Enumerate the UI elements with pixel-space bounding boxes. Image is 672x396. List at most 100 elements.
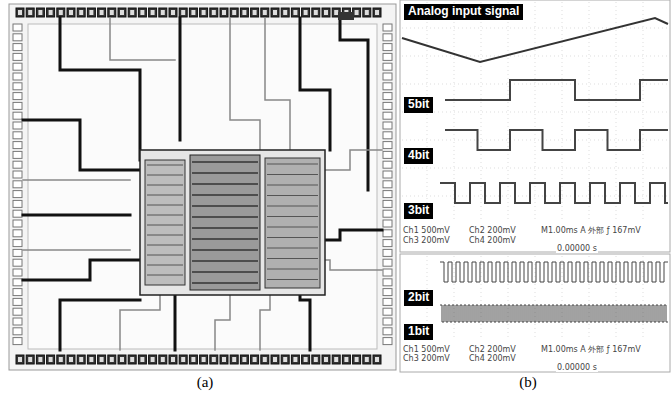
pad-opening — [365, 357, 369, 362]
bond-pad — [169, 8, 177, 17]
grid-line — [535, 256, 536, 340]
bond-pad — [200, 8, 208, 17]
cell-line — [267, 206, 318, 207]
bond-pad — [322, 8, 330, 17]
pad-opening — [181, 10, 185, 15]
pad-opening — [100, 357, 104, 362]
pad-opening — [263, 357, 267, 362]
side-pad — [383, 269, 392, 276]
cell-line — [267, 227, 318, 228]
cell-line — [267, 269, 318, 270]
side-pad — [383, 102, 392, 109]
bond-pad — [271, 355, 279, 364]
cell-line — [147, 225, 183, 226]
pad-opening — [304, 357, 308, 362]
pad-opening — [202, 357, 206, 362]
bond-pad — [271, 8, 279, 17]
scope-readout: 0.00000 s — [556, 244, 598, 253]
bond-pad — [189, 8, 197, 17]
grid-line — [481, 2, 482, 222]
side-pad — [13, 122, 22, 129]
bond-pad — [128, 355, 136, 364]
pad-opening — [38, 357, 42, 362]
scope-readout: Ch3 200mV — [402, 354, 451, 363]
side-pad — [13, 161, 22, 168]
bond-pad — [291, 8, 299, 17]
grid-line — [402, 84, 668, 85]
pad-opening — [100, 10, 104, 15]
scope-readout: M1.00ms A 外部 ƒ 167mV — [540, 226, 642, 235]
bond-pad — [16, 8, 24, 17]
side-pad — [383, 34, 392, 41]
side-pad — [13, 24, 22, 31]
cell-line — [267, 248, 318, 249]
pad-opening — [49, 10, 53, 15]
bond-pad — [108, 8, 116, 17]
square-wave — [440, 305, 668, 322]
side-pad — [383, 328, 392, 335]
bond-pad — [281, 355, 289, 364]
pad-opening — [181, 357, 185, 362]
pad-opening — [151, 357, 155, 362]
side-pad — [383, 318, 392, 325]
bond-pad — [230, 8, 238, 17]
pad-opening — [253, 357, 257, 362]
scope-readout: Ch1 500mV — [402, 345, 451, 354]
pad-opening — [212, 357, 216, 362]
pad-opening — [140, 357, 144, 362]
grid-line — [402, 56, 668, 57]
side-pad — [13, 249, 22, 256]
bond-pad — [373, 355, 381, 364]
side-pad — [13, 279, 22, 286]
triangle-wave — [402, 18, 668, 62]
pad-opening — [89, 357, 93, 362]
side-pad — [13, 200, 22, 207]
bond-pad — [98, 355, 106, 364]
side-pad — [383, 93, 392, 100]
side-pad — [13, 338, 22, 345]
pad-opening — [28, 357, 32, 362]
scope-readout: Ch3 200mV — [402, 236, 451, 245]
cell-line — [192, 260, 258, 262]
side-pad — [13, 240, 22, 247]
pad-opening — [89, 10, 93, 15]
cell-line — [192, 249, 258, 251]
grid-line — [589, 256, 590, 340]
side-pad — [13, 220, 22, 227]
side-pad — [13, 112, 22, 119]
side-pad — [383, 171, 392, 178]
bond-pad — [47, 8, 55, 17]
pad-opening — [212, 10, 216, 15]
pad-opening — [120, 357, 124, 362]
bond-pad — [332, 355, 340, 364]
side-pad — [383, 249, 392, 256]
pad-opening — [171, 357, 175, 362]
chip-core — [140, 12, 354, 295]
bond-pad — [159, 8, 167, 17]
square-wave — [440, 262, 668, 282]
cell-line — [192, 172, 258, 174]
side-pad — [13, 210, 22, 217]
side-pad — [13, 151, 22, 158]
bond-pad — [312, 355, 320, 364]
cell-line — [267, 279, 318, 280]
bond-pad — [342, 355, 350, 364]
side-pad — [383, 122, 392, 129]
bond-pad — [353, 355, 361, 364]
cell-line — [147, 265, 183, 266]
side-pad — [383, 308, 392, 315]
side-pad — [13, 53, 22, 60]
grid-line — [402, 168, 668, 169]
side-pad — [383, 230, 392, 237]
signal-label: 2bit — [404, 290, 433, 306]
panel-caption: (a) — [197, 374, 214, 391]
pad-opening — [59, 357, 63, 362]
side-pad — [13, 83, 22, 90]
pad-opening — [293, 357, 297, 362]
pad-opening — [355, 357, 359, 362]
pad-opening — [222, 357, 226, 362]
bond-pad — [118, 355, 126, 364]
bond-pad — [261, 355, 269, 364]
side-pad — [383, 181, 392, 188]
